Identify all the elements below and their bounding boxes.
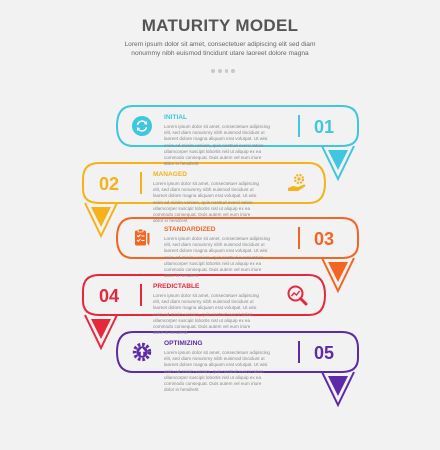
hand-gear-icon (286, 172, 308, 194)
frame-tail-5 (321, 371, 355, 408)
step-description-1: Lorem ipsum dolor sit amet, consectetuer… (164, 124, 270, 167)
step-frame-3 (115, 217, 359, 294)
marker-triangle-3 (328, 262, 348, 282)
step-description-4: Lorem ipsum dolor sit amet, consectetuer… (153, 293, 259, 336)
dot (217, 69, 222, 73)
analysis-magnifier-icon (286, 284, 308, 306)
refresh-icon (132, 116, 152, 136)
pagination-dots (211, 69, 235, 73)
frame-outline-4 (82, 274, 327, 316)
step-frame-5 (115, 331, 359, 408)
step-title-2: MANAGED (153, 171, 188, 178)
step-frame-1 (115, 105, 359, 182)
step-number-5: 05 (314, 343, 335, 363)
step-number-2: 02 (99, 174, 120, 194)
frame-outline-1 (115, 105, 359, 147)
gear-up-icon (132, 342, 152, 362)
frame-outline-3 (115, 217, 359, 259)
dot (231, 69, 235, 73)
frame-tail-1 (321, 145, 355, 182)
frame-outline-2 (82, 162, 327, 204)
step-title-4: PREDICTABLE (153, 283, 200, 290)
frame-tail-2 (84, 202, 118, 239)
step-frame-2 (82, 162, 327, 239)
step-title-3: STANDARDIZED (164, 226, 216, 233)
step-text-5: OPTIMIZING Lorem ipsum dolor sit amet, c… (164, 340, 272, 393)
dot (211, 69, 215, 73)
page-subtitle: Lorem ipsum dolor sit amet, consectetuer… (124, 41, 316, 57)
step-text-4: PREDICTABLE Lorem ipsum dolor sit amet, … (153, 283, 261, 336)
marker-triangle-1 (328, 150, 348, 170)
page-title: MATURITY MODEL (141, 16, 299, 35)
marker-triangle-4 (91, 319, 111, 339)
marker-triangle-5 (328, 376, 348, 396)
step-description-2: Lorem ipsum dolor sit amet, consectetuer… (153, 181, 259, 224)
step-frame-4 (82, 274, 327, 351)
frame-tail-3 (321, 257, 355, 294)
frame-tail-4 (84, 314, 118, 351)
step-title-1: INITIAL (164, 114, 188, 121)
step-text-3: STANDARDIZED Lorem ipsum dolor sit amet,… (164, 226, 272, 279)
step-number-3: 03 (314, 229, 335, 249)
step-text-2: MANAGED Lorem ipsum dolor sit amet, cons… (153, 171, 261, 224)
checklist-icon (132, 228, 152, 248)
step-description-5: Lorem ipsum dolor sit amet, consectetuer… (164, 350, 270, 393)
frame-outline-5 (115, 331, 359, 373)
step-text-1: INITIAL Lorem ipsum dolor sit amet, cons… (164, 114, 272, 167)
marker-triangle-2 (91, 207, 111, 227)
step-description-3: Lorem ipsum dolor sit amet, consectetuer… (164, 236, 270, 279)
step-number-4: 04 (99, 286, 120, 306)
step-number-1: 01 (314, 117, 335, 137)
step-title-5: OPTIMIZING (164, 340, 203, 347)
dot (224, 69, 229, 73)
